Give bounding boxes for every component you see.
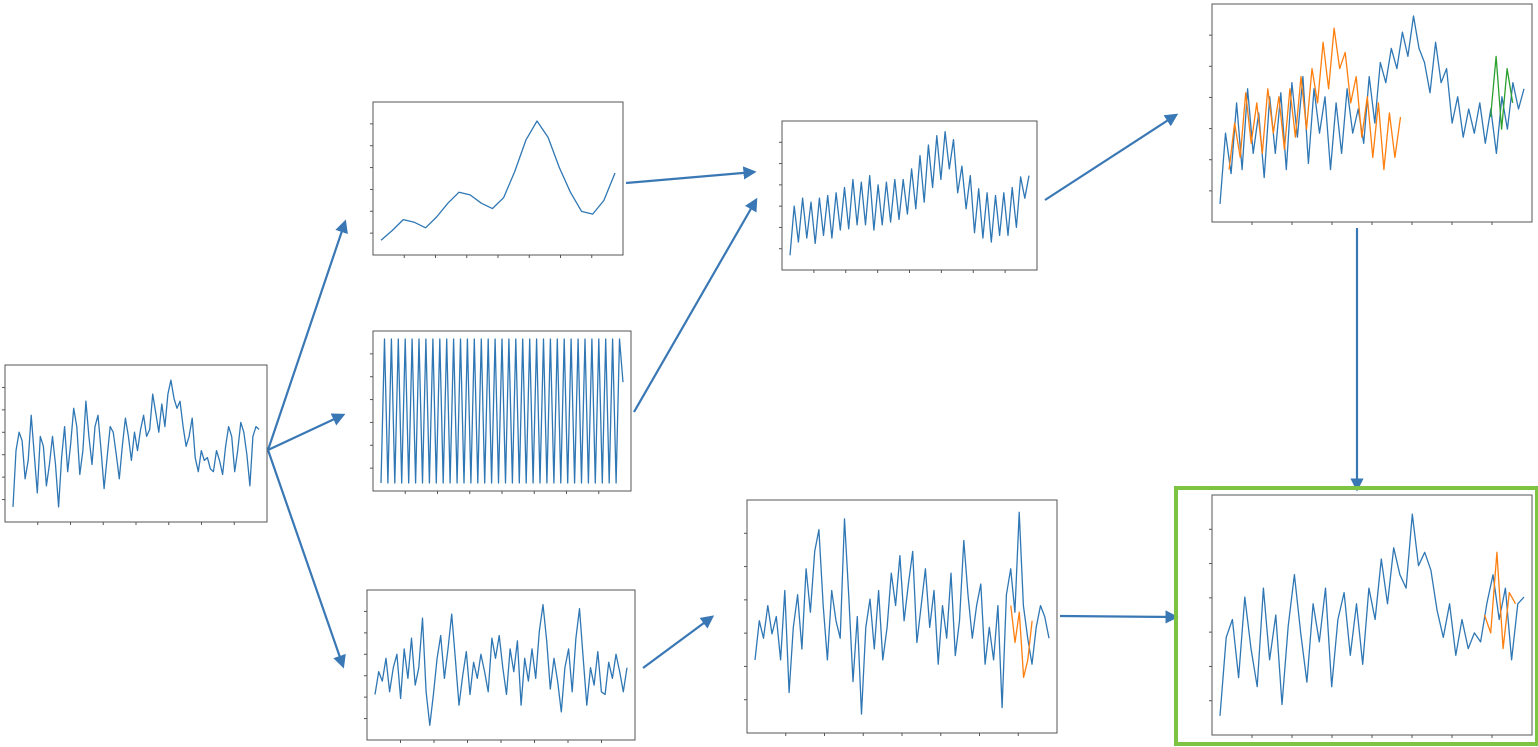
final-output-highlight — [1174, 486, 1538, 746]
arrow-residual-to-residual-forecast — [642, 615, 715, 669]
arrow-input-to-seasonal — [267, 413, 346, 451]
arrows — [266, 113, 1364, 669]
series-line-orange — [1483, 551, 1517, 650]
series-line-orange — [1010, 605, 1033, 678]
arrow-input-to-trend — [266, 219, 348, 451]
panel-residual-component — [364, 589, 636, 743]
series-line-blue — [1219, 15, 1525, 204]
panel-input-series — [2, 364, 268, 525]
panel-residual-forecast — [744, 499, 1058, 736]
series-line-blue — [374, 604, 628, 726]
series-line-blue — [12, 379, 260, 508]
panel-frame — [1211, 494, 1533, 736]
series-line-green — [1489, 55, 1514, 130]
series-line-blue — [1219, 513, 1525, 716]
series-line-blue — [380, 338, 624, 484]
panel-seasonal-component — [370, 330, 632, 494]
arrow-residual-forecast-to-final — [1059, 610, 1179, 624]
series-line-blue — [754, 511, 1050, 715]
panel-final-forecast — [1209, 494, 1533, 738]
panel-frame — [746, 499, 1058, 734]
panels — [2, 3, 1533, 743]
series-line-blue — [380, 120, 616, 241]
arrow-input-to-residual — [266, 449, 346, 669]
series-line-orange — [1228, 27, 1402, 171]
series-line-blue — [789, 131, 1030, 256]
arrow-trend-to-sum — [625, 166, 757, 185]
panel-frame — [1211, 3, 1533, 223]
panel-trend-plus-seasonal — [779, 120, 1038, 273]
arrow-sum-to-forecast — [1044, 113, 1179, 201]
panel-frame — [372, 101, 624, 256]
panel-trend-component — [370, 101, 624, 258]
panel-trend-seasonal-forecast — [1209, 3, 1533, 225]
panel-frame — [366, 589, 636, 741]
arrow-seasonal-to-sum — [633, 197, 758, 413]
